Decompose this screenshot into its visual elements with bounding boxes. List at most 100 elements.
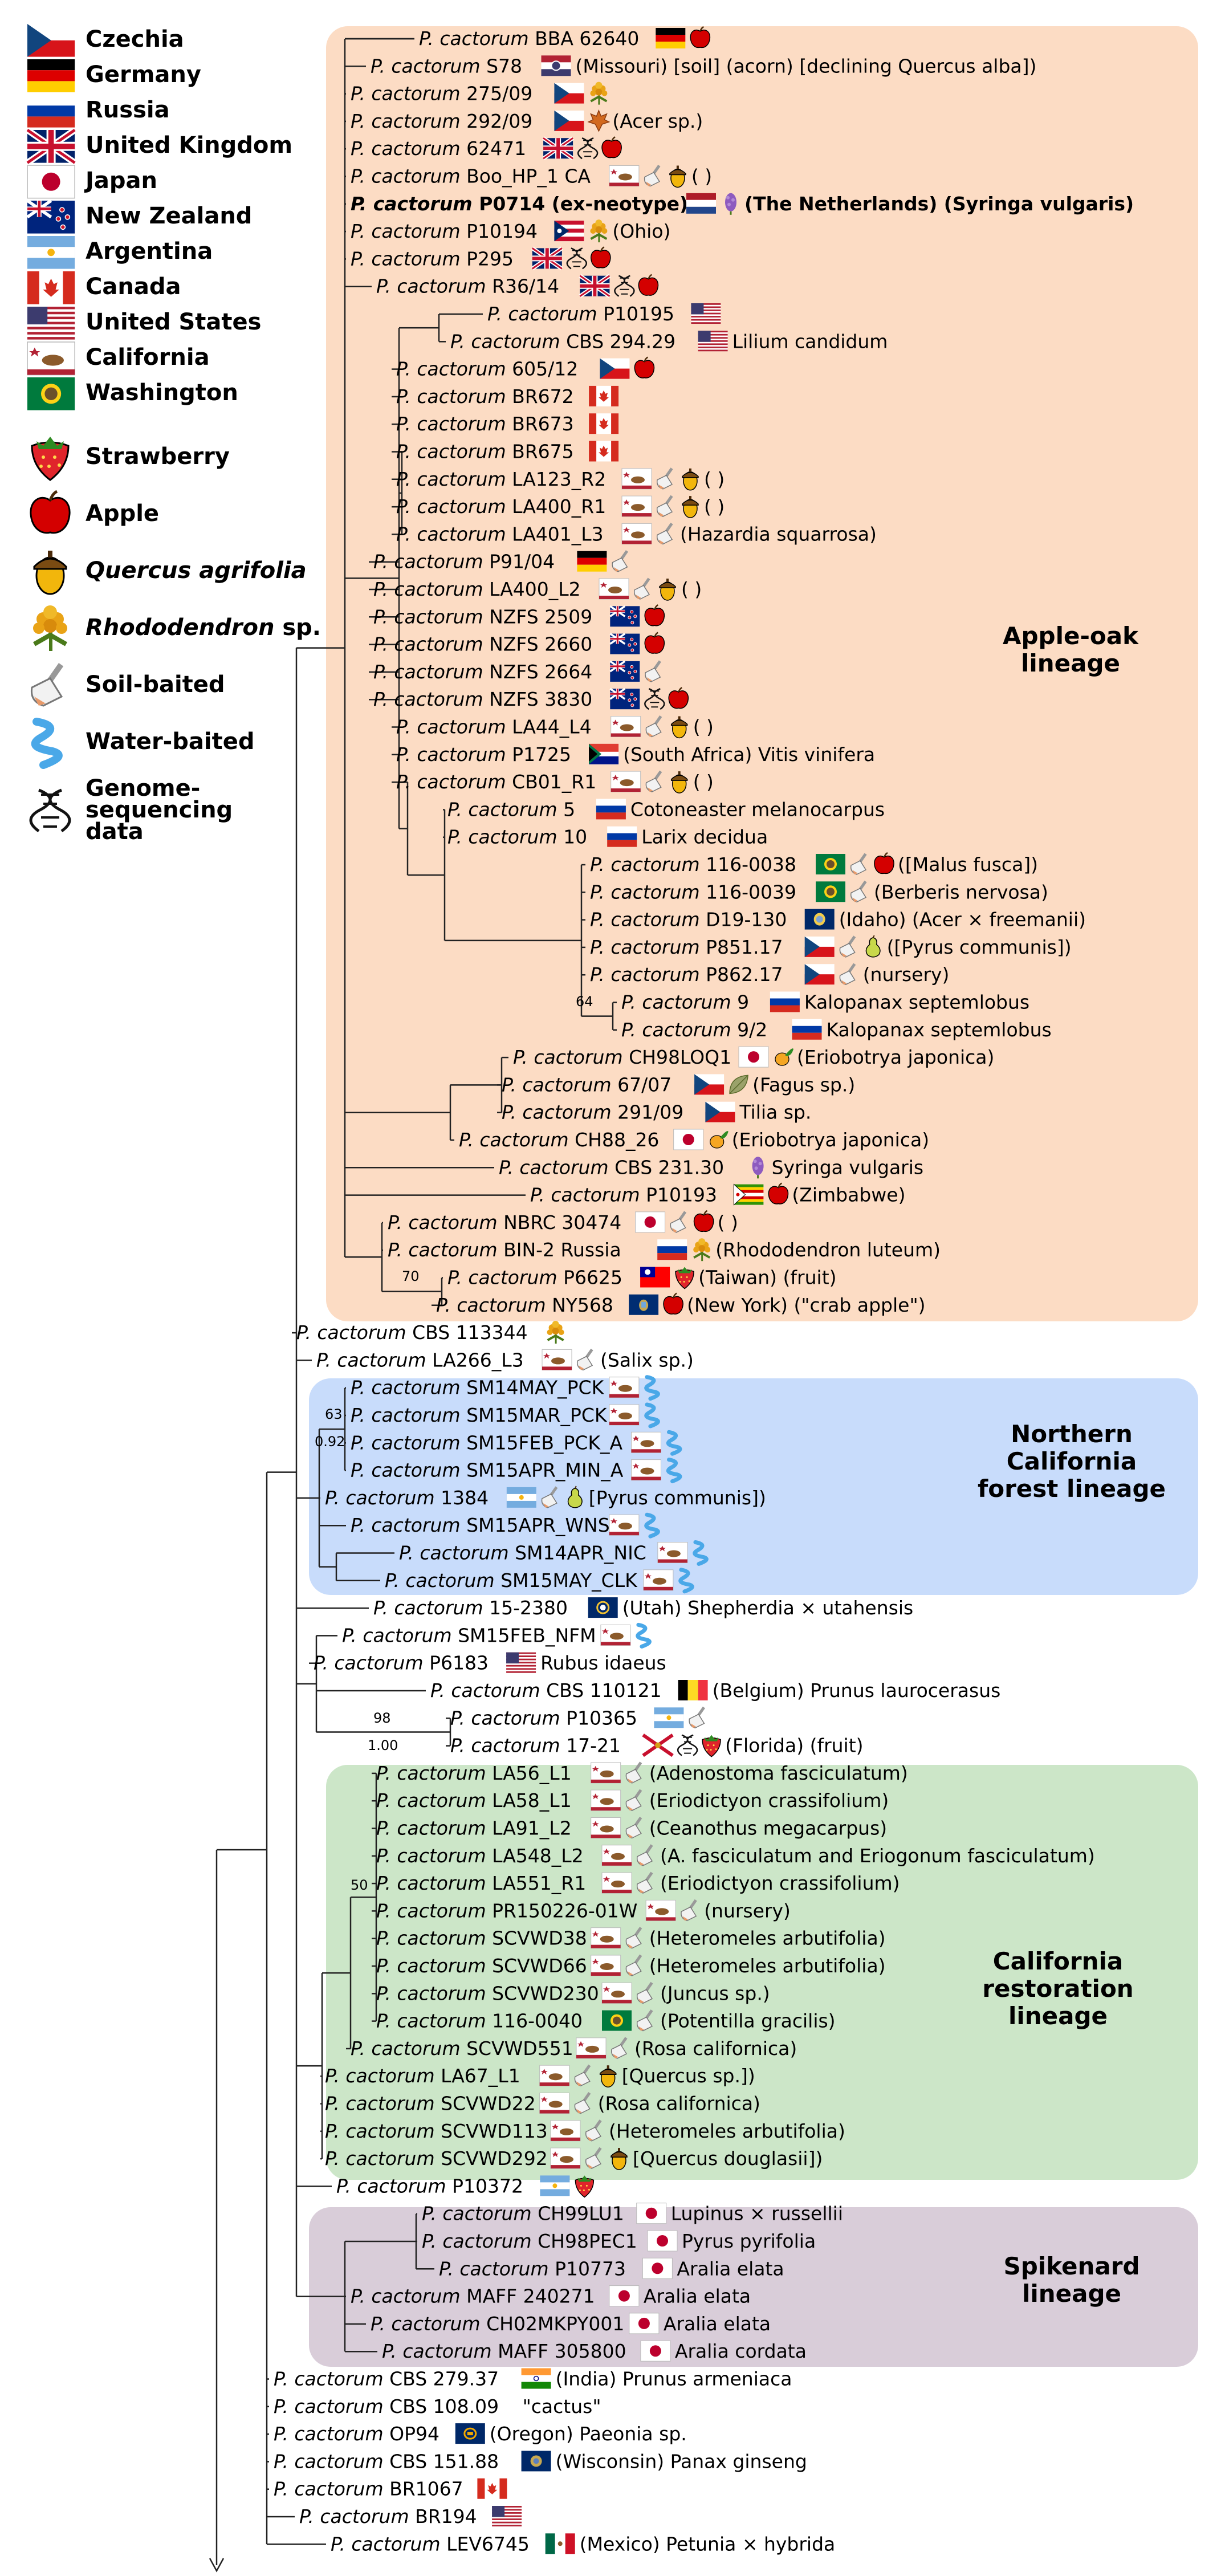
taxon-row: P. cactorum BR1067 <box>274 2478 507 2500</box>
taxon-host-note: ( ) <box>704 495 725 518</box>
taxon-name: P. cactorum BR675 <box>396 441 574 463</box>
taxon-name: P. cactorum CBS 294.29 <box>450 330 675 352</box>
taxon-row: P. cactorum LA123_R2( ) <box>396 467 725 491</box>
flag-icon-ar <box>540 2175 570 2196</box>
taxon-host-note: (Belgium) Prunus laurocerasus <box>713 1679 1001 1702</box>
flag-icon-wa <box>816 881 845 902</box>
flag-icon-cz <box>694 1074 725 1095</box>
taxon-row: P. cactorum LA44_L4( ) <box>396 715 714 739</box>
legend-label: Argentina <box>86 238 213 264</box>
taxon-row: P. cactorum Boo_HP_1 CA( ) <box>351 164 712 188</box>
flag-icon-cz <box>705 1101 735 1122</box>
flag-icon-us-mo <box>540 55 572 77</box>
taxon-name: P. cactorum CH88_26 <box>459 1129 659 1151</box>
taxon-name: P. cactorum LA400_L2 <box>373 578 581 600</box>
taxon-host-note: (Ceanothus megacarpus) <box>649 1817 887 1840</box>
flag-icon-zw <box>733 1184 764 1206</box>
taxon-row: P. cactorum SM14MAY_PCK <box>351 1377 658 1399</box>
taxon-name: P. cactorum LA548_L2 <box>376 1845 584 1867</box>
flag-icon-cal <box>539 2093 570 2114</box>
acorn-icon <box>33 550 67 595</box>
taxon-host-note: (Mexico) Petunia × hybrida <box>580 2533 836 2555</box>
taxon-name: P. cactorum 9/2 <box>621 1019 767 1041</box>
taxon-row: P. cactorum LA266_L3(Salix sp.) <box>316 1348 694 1371</box>
taxon-name: P. cactorum 1384 <box>325 1487 489 1509</box>
legend-label: Apple <box>86 500 159 527</box>
taxon-row: P. cactorum S78(Missouri) [soil] (acorn)… <box>371 55 1036 77</box>
bootstrap-label-bs092: 0.92 <box>315 1434 345 1450</box>
flag-icon-wa <box>602 2010 632 2031</box>
flag-icon-gb <box>580 276 609 296</box>
taxon-name: P. cactorum 116-0039 <box>590 881 796 903</box>
taxon-name: P. cactorum SM15MAR_PCK <box>351 1404 608 1426</box>
tree-branches <box>209 38 617 2573</box>
flag-icon-za <box>589 743 619 764</box>
taxon-host-note: Rubus idaeus <box>540 1652 666 1674</box>
taxon-row: P. cactorum NZFS 2660 <box>373 633 665 656</box>
taxon-host-note: Aralia elata <box>677 2257 784 2280</box>
taxon-row: P. cactorum BR675 <box>396 441 619 463</box>
taxon-host-note: (Adenostoma fasciculatum) <box>649 1762 908 1784</box>
flag-icon-ru <box>792 1019 822 1040</box>
taxon-row: P. cactorum SM15MAY_CLK <box>385 1569 692 1592</box>
taxon-host-note: Aralia elata <box>644 2285 751 2308</box>
taxon-row: P. cactorum CBS 110121 (Belgium) Prunus l… <box>430 1679 1000 1702</box>
taxon-row: P. cactorum D19-130(Idaho) (Acer × freem… <box>590 909 1086 931</box>
taxon-name: P. cactorum P295 <box>351 247 514 270</box>
lineage-label: restoration <box>982 1975 1133 2003</box>
taxon-row: P. cactorum LA548_L2(A. fasciculatum and… <box>376 1844 1095 1867</box>
taxon-row: P. cactorum CBS 279.37(India) Prunus arm… <box>274 2368 792 2390</box>
taxon-name: P. cactorum P10193 <box>530 1184 717 1206</box>
taxon-host-note: ( ) <box>718 1211 738 1234</box>
taxon-name: P. cactorum LA551_R1 <box>376 1872 586 1894</box>
taxon-name: P. cactorum 292/09 <box>351 110 532 132</box>
flag-icon-cal <box>591 1955 621 1976</box>
taxon-row: P. cactorum LA58_L1 (Eriodictyon crassifo… <box>376 1788 889 1812</box>
taxon-host-note: ( ) <box>693 716 714 738</box>
taxon-row: P. cactorum 116-0038([Malus fusca]) <box>590 852 1038 876</box>
taxon-name: P. cactorum LA58_L1 <box>376 1789 572 1812</box>
taxon-host-note: Kalopanax septemlobus <box>804 991 1029 1014</box>
legend-flag-wa: Washington <box>27 377 238 410</box>
flag-icon-jp <box>647 2230 678 2252</box>
flag-icon-wa <box>816 854 845 874</box>
taxon-host-note: (Salix sp.) <box>600 1349 694 1371</box>
flag-icon-cal <box>601 1982 632 2004</box>
flag-icon-in <box>520 2367 552 2390</box>
taxon-name: P. cactorum CBS 108.09 <box>274 2395 499 2418</box>
flag-icon-cal <box>539 2065 570 2086</box>
taxon-name: P. cactorum CBS 110121 <box>430 1679 662 1702</box>
flag-icon-cal <box>591 1762 621 1784</box>
flag-icon-cz <box>27 24 75 57</box>
taxon-name: P. cactorum SM15FEB_NFM <box>342 1624 596 1646</box>
flag-icon-nz <box>610 634 640 654</box>
legend-symbol-rhododendron-icon: Rhododendron sp. <box>33 605 321 651</box>
legend-label: Water-baited <box>86 729 254 755</box>
taxon-row: P. cactorum SCVWD551(Rosa californica) <box>351 2036 797 2060</box>
flag-icon-cal <box>27 341 75 376</box>
taxon-name: P. cactorum SCVWD551 <box>351 2037 573 2060</box>
soil-icon <box>689 1706 706 1729</box>
flag-icon-cal <box>591 1927 621 1949</box>
flag-icon-gb <box>27 130 75 163</box>
taxon-host-note: (India) Prunus armeniaca <box>556 2368 792 2390</box>
taxon-name: P. cactorum LEV6745 <box>331 2533 530 2555</box>
legend-flag-ru: Russia <box>27 95 170 128</box>
flag-icon-cal <box>600 1624 631 1646</box>
taxon-row: P. cactorum LA400_R1( ) <box>396 494 725 518</box>
legend-label: Quercus agrifolia <box>86 557 307 584</box>
taxon-row: P. cactorum 15-2380(Utah) Shepherdia × u… <box>373 1596 913 1619</box>
flag-icon-us-wi <box>521 2451 551 2472</box>
taxon-name: P. cactorum BBA 62640 <box>419 27 639 50</box>
taxon-host-note: (Eriodictyon crassifolium) <box>649 1789 889 1812</box>
flag-icon-us <box>698 331 728 352</box>
legend-label: data <box>86 819 144 845</box>
northern-california-lineage-box <box>309 1378 1198 1595</box>
legend-symbol-acorn-icon: Quercus agrifolia <box>33 550 307 595</box>
taxon-host-note: Aralia cordata <box>675 2340 807 2362</box>
legend-label: Japan <box>84 168 157 194</box>
taxon-row: P. cactorum SCVWD292[Quercus douglasii]) <box>325 2146 823 2170</box>
